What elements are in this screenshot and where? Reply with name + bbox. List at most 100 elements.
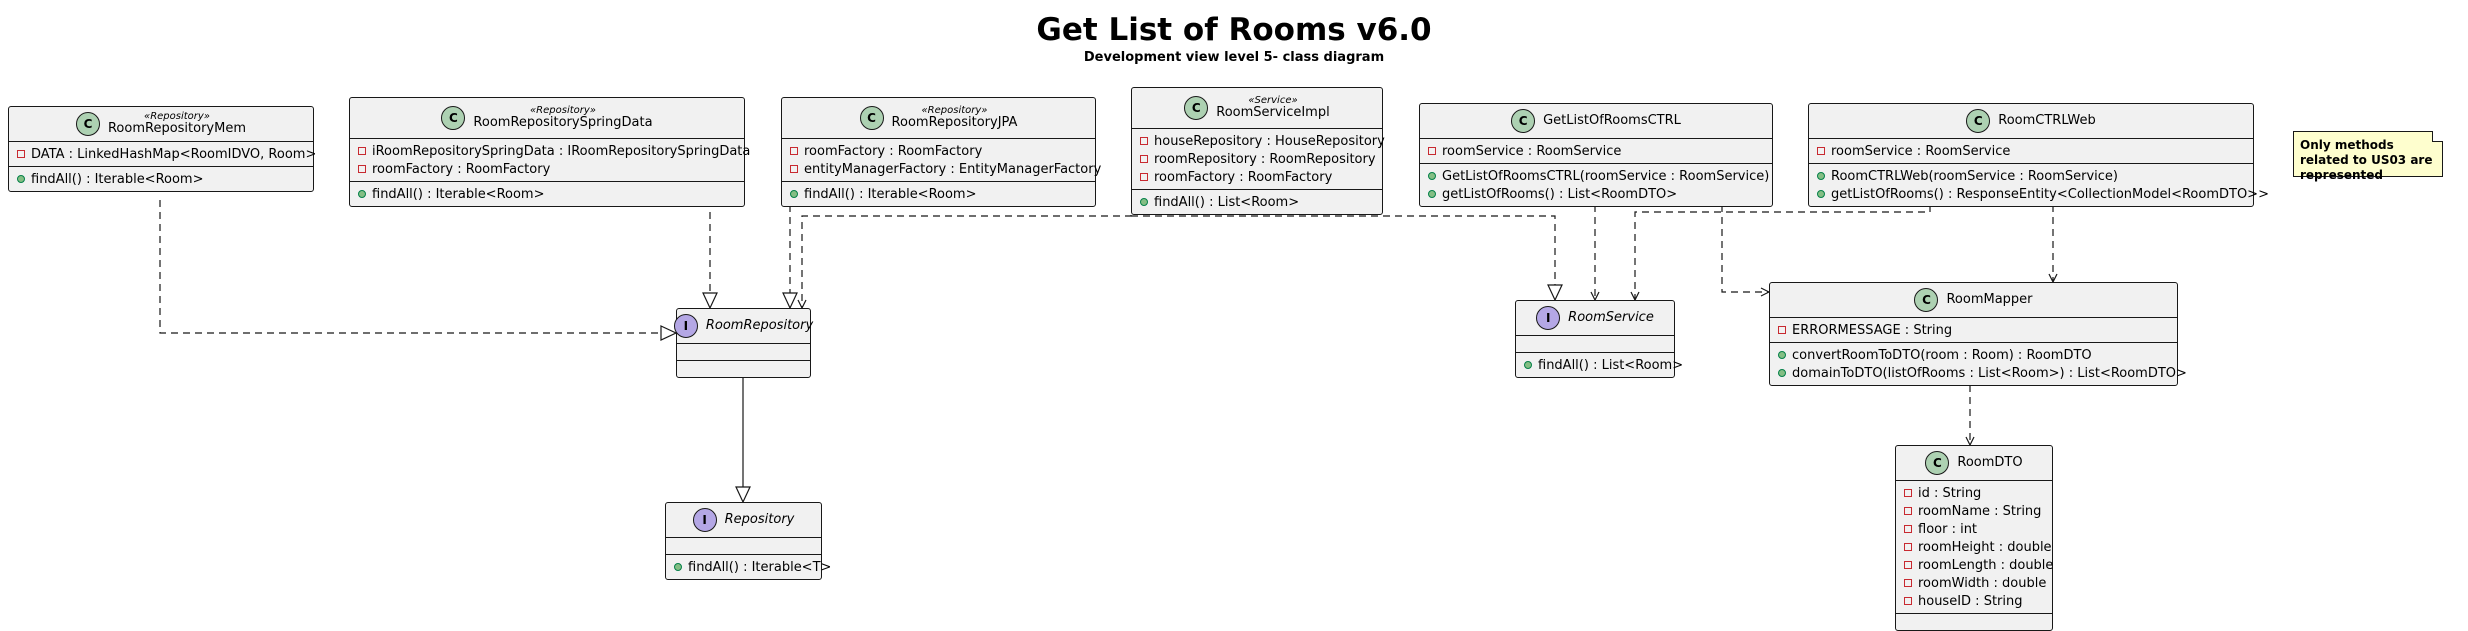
- class-header: C RoomMapper: [1770, 283, 2177, 317]
- private-marker-icon: [1904, 561, 1912, 569]
- fields-section: [1516, 335, 1674, 352]
- methods-section: findAll() : Iterable<Room>: [782, 181, 1095, 206]
- method-text: findAll() : Iterable<Room>: [804, 186, 977, 202]
- private-marker-icon: [790, 165, 798, 173]
- fields-section: id : String roomName : String floor : in…: [1896, 480, 2053, 613]
- methods-section: [1896, 613, 2052, 630]
- class-room-repository-mem[interactable]: C «Repository» RoomRepositoryMem DATA : …: [8, 106, 317, 192]
- public-marker-icon: [358, 190, 366, 198]
- class-room-dto[interactable]: C RoomDTO id : String roomName : String …: [1895, 445, 2053, 631]
- class-icon: C: [1914, 288, 1939, 312]
- interface-room-repository[interactable]: I RoomRepository: [673, 308, 814, 378]
- public-marker-icon: [1428, 172, 1436, 180]
- field-text: roomWidth : double: [1918, 575, 2047, 591]
- class-name: RoomDTO: [1957, 454, 2023, 470]
- method-text: RoomCTRLWeb(roomService : RoomService): [1831, 168, 2118, 184]
- class-header: C GetListOfRoomsCTRL: [1420, 104, 1772, 138]
- class-name: GetListOfRoomsCTRL: [1543, 112, 1681, 128]
- methods-section: convertRoomToDTO(room : Room) : RoomDTO …: [1770, 342, 2187, 385]
- stereotype-label: «Repository»: [921, 105, 988, 117]
- class-name: RoomServiceImpl: [1216, 105, 1330, 121]
- stereotype-label: «Service»: [1248, 95, 1298, 107]
- diagram-note: Only methods related to US03 are represe…: [2293, 131, 2443, 182]
- class-header: I RoomRepository: [673, 309, 814, 343]
- method-text: getListOfRooms() : ResponseEntity<Collec…: [1831, 186, 2269, 202]
- private-marker-icon: [1428, 147, 1436, 155]
- interface-room-service[interactable]: I RoomService findAll() : List<Room>: [1515, 300, 1683, 378]
- edge-serviceimpl-realizes-service: [1131, 215, 1563, 302]
- fields-section: DATA : LinkedHashMap<RoomIDVO, Room>: [9, 141, 317, 166]
- class-header: I RoomService: [1516, 301, 1674, 335]
- method-text: findAll() : List<Room>: [1538, 357, 1684, 373]
- class-icon: C: [1966, 109, 1991, 133]
- field-text: houseID : String: [1918, 593, 2023, 609]
- public-marker-icon: [790, 190, 798, 198]
- method-text: convertRoomToDTO(room : Room) : RoomDTO: [1792, 347, 2092, 363]
- fields-section: roomFactory : RoomFactory entityManagerF…: [782, 138, 1101, 181]
- field-text: roomService : RoomService: [1442, 143, 1622, 159]
- class-name: RoomCTRLWeb: [1998, 112, 2096, 128]
- class-header: I Repository: [666, 503, 821, 537]
- field-text: roomName : String: [1918, 503, 2042, 519]
- field-text: roomHeight : double: [1918, 539, 2052, 555]
- edge-serviceimpl-uses-repository: [802, 215, 1132, 308]
- public-marker-icon: [1817, 172, 1825, 180]
- private-marker-icon: [1904, 507, 1912, 515]
- private-marker-icon: [17, 150, 25, 158]
- field-text: roomRepository : RoomRepository: [1154, 151, 1376, 167]
- class-name: RoomRepositoryJPA: [891, 115, 1018, 131]
- note-text: Only methods related to US03 are represe…: [2300, 138, 2433, 182]
- methods-section: findAll() : Iterable<Room>: [9, 166, 313, 191]
- fields-section: roomService : RoomService: [1420, 138, 1772, 163]
- class-room-repository-spring-data[interactable]: C «Repository» RoomRepositorySpringData …: [349, 97, 750, 207]
- class-icon: C: [75, 112, 100, 136]
- field-text: entityManagerFactory : EntityManagerFact…: [804, 161, 1102, 177]
- class-name: Repository: [724, 511, 795, 527]
- edge-ctrl-uses-mapper: [1721, 205, 1769, 292]
- private-marker-icon: [358, 165, 366, 173]
- public-marker-icon: [1140, 198, 1148, 206]
- class-get-list-of-rooms-ctrl[interactable]: C GetListOfRoomsCTRL roomService : RoomS…: [1419, 103, 1773, 207]
- public-marker-icon: [1524, 361, 1532, 369]
- methods-section: findAll() : List<Room>: [1516, 352, 1683, 377]
- public-marker-icon: [1817, 190, 1825, 198]
- methods-section: findAll() : Iterable<Room>: [350, 181, 744, 206]
- class-name: RoomRepositorySpringData: [473, 115, 653, 131]
- method-text: findAll() : Iterable<Room>: [31, 171, 204, 187]
- diagram-subtitle: Development view level 5- class diagram: [1083, 50, 1385, 65]
- note-fold-icon: [2432, 131, 2443, 142]
- class-room-repository-jpa[interactable]: C «Repository» RoomRepositoryJPA roomFac…: [781, 97, 1101, 207]
- methods-section: [677, 360, 810, 377]
- class-room-mapper[interactable]: C RoomMapper ERRORMESSAGE : String conve…: [1769, 282, 2187, 386]
- interface-icon: I: [1536, 306, 1561, 330]
- class-name: RoomRepositoryMem: [107, 121, 247, 137]
- field-text: id : String: [1918, 485, 1982, 501]
- stereotype-label: «Repository»: [530, 105, 596, 117]
- class-name: RoomRepository: [705, 317, 814, 333]
- field-text: roomFactory : RoomFactory: [1154, 169, 1333, 185]
- public-marker-icon: [1778, 369, 1786, 377]
- private-marker-icon: [1140, 155, 1148, 163]
- private-marker-icon: [358, 147, 366, 155]
- fields-section: houseRepository : HouseRepository roomRe…: [1132, 128, 1385, 189]
- field-text: iRoomRepositorySpringData : IRoomReposit…: [372, 143, 751, 159]
- class-name: RoomMapper: [1946, 291, 2033, 307]
- private-marker-icon: [1904, 597, 1912, 605]
- fields-section: [666, 537, 821, 554]
- field-text: roomService : RoomService: [1831, 143, 2011, 159]
- fields-section: [677, 343, 810, 360]
- field-text: DATA : LinkedHashMap<RoomIDVO, Room>: [31, 146, 317, 162]
- class-name: RoomService: [1568, 309, 1654, 325]
- field-text: roomFactory : RoomFactory: [372, 161, 551, 177]
- class-room-ctrl-web[interactable]: C RoomCTRLWeb roomService : RoomService …: [1808, 103, 2269, 207]
- class-room-service-impl[interactable]: C «Service» RoomServiceImpl houseReposit…: [1131, 87, 1385, 215]
- public-marker-icon: [17, 175, 25, 183]
- interface-repository[interactable]: I Repository findAll() : Iterable<T>: [665, 502, 831, 580]
- field-text: floor : int: [1918, 521, 1978, 537]
- class-header: C «Repository» RoomRepositoryJPA: [782, 98, 1095, 138]
- field-text: ERRORMESSAGE : String: [1792, 322, 1953, 338]
- class-icon: C: [1511, 109, 1536, 133]
- class-header: C «Repository» RoomRepositoryMem: [9, 107, 313, 141]
- class-icon: C: [441, 106, 466, 130]
